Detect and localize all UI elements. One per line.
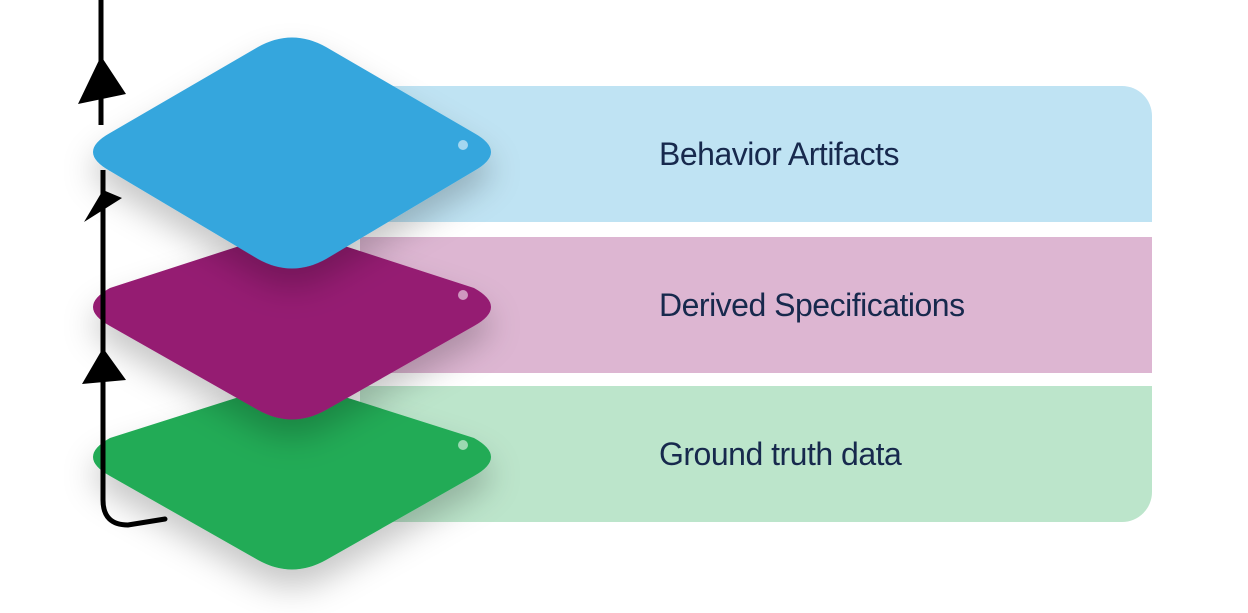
layer-dot-behavior-artifacts: [458, 140, 468, 150]
arrow-up-head-top: [78, 56, 126, 104]
layer-dot-ground-truth: [458, 440, 468, 450]
layer-behavior-artifacts: [93, 38, 491, 269]
layer-dot-derived-specifications: [458, 290, 468, 300]
